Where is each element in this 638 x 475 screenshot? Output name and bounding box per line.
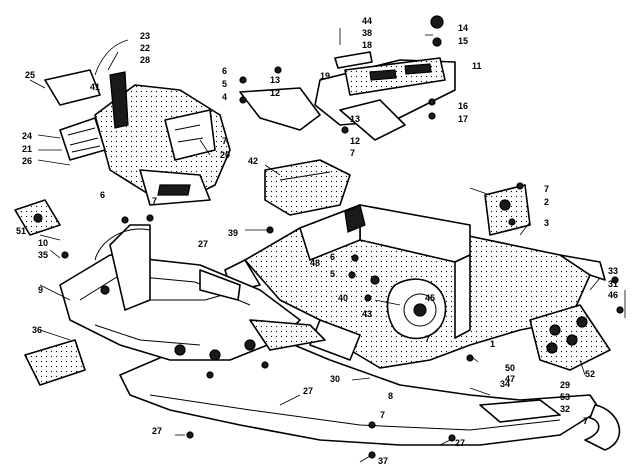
right-skid-plate bbox=[529, 304, 611, 371]
callout-c56: 53 bbox=[560, 392, 570, 402]
callout-c28: 42 bbox=[248, 156, 258, 166]
callout-c55: 29 bbox=[560, 380, 570, 390]
callout-c15: 4 bbox=[222, 92, 227, 102]
callout-c51: 1 bbox=[490, 339, 495, 349]
callout-c52: 50 bbox=[505, 363, 515, 373]
callout-c23: 7 bbox=[350, 148, 355, 158]
callout-c37: 10 bbox=[38, 238, 48, 248]
callout-c25: 21 bbox=[22, 144, 32, 154]
callout-c29: 7 bbox=[544, 184, 549, 194]
callout-labels: 44 14 38 15 18 11 19 23 22 28 25 41 6 5 … bbox=[16, 16, 618, 466]
callout-c36: 51 bbox=[16, 226, 26, 236]
callout-c34: 39 bbox=[228, 228, 238, 238]
callout-c41: 5 bbox=[330, 269, 335, 279]
callout-c13: 6 bbox=[222, 66, 227, 76]
callout-c45: 7 bbox=[425, 334, 430, 344]
callout-c44: 43 bbox=[362, 309, 372, 319]
callout-c32: 6 bbox=[100, 190, 105, 200]
callout-c58: 30 bbox=[330, 374, 340, 384]
callout-c9: 22 bbox=[140, 43, 150, 53]
tow-handle bbox=[584, 404, 621, 451]
callout-c46: 33 bbox=[608, 266, 618, 276]
callout-c7: 19 bbox=[320, 71, 330, 81]
callout-c64: 27 bbox=[455, 438, 465, 448]
callout-c38: 35 bbox=[38, 250, 48, 260]
callout-c8: 23 bbox=[140, 31, 150, 41]
callout-c59: 8 bbox=[388, 391, 393, 401]
main-chassis-frame bbox=[224, 204, 606, 369]
console-assembly bbox=[239, 15, 456, 141]
callout-c33: 7 bbox=[152, 196, 157, 206]
callout-c26: 26 bbox=[22, 156, 32, 166]
fasteners bbox=[61, 76, 624, 459]
callout-c60: 34 bbox=[500, 379, 510, 389]
callout-c62: 7 bbox=[380, 410, 385, 420]
callout-c39: 48 bbox=[310, 258, 320, 268]
left-mount-plate bbox=[14, 199, 61, 236]
callout-c40: 6 bbox=[330, 252, 335, 262]
callout-c42: 40 bbox=[338, 293, 348, 303]
callout-c24: 24 bbox=[22, 131, 32, 141]
callout-c6: 11 bbox=[472, 61, 482, 71]
callout-c19: 17 bbox=[458, 114, 468, 124]
callout-c14: 5 bbox=[222, 79, 227, 89]
heat-shield bbox=[264, 159, 351, 216]
callout-c1: 44 bbox=[362, 16, 372, 26]
callout-c11: 25 bbox=[25, 70, 35, 80]
callout-c57: 32 bbox=[560, 404, 570, 414]
callout-c22: 7 bbox=[222, 136, 227, 146]
nose-cone-assembly bbox=[44, 69, 231, 206]
front-bumper-assembly bbox=[59, 224, 326, 361]
callout-c2: 14 bbox=[458, 23, 468, 33]
callout-c49: 9 bbox=[38, 285, 43, 295]
callout-c27: 20 bbox=[220, 150, 230, 160]
callout-c30: 2 bbox=[544, 197, 549, 207]
callout-c54: 52 bbox=[585, 369, 595, 379]
callout-c17: 12 bbox=[270, 88, 280, 98]
callout-c18: 16 bbox=[458, 101, 468, 111]
callout-c16: 13 bbox=[270, 75, 280, 85]
callout-c47: 31 bbox=[608, 279, 618, 289]
callout-c35: 27 bbox=[198, 239, 208, 249]
callout-c3: 38 bbox=[362, 28, 372, 38]
callout-c21: 12 bbox=[350, 136, 360, 146]
mounting-plate bbox=[484, 184, 531, 236]
callout-c5: 18 bbox=[362, 40, 372, 50]
callout-c53: 47 bbox=[505, 374, 515, 384]
callout-c12: 41 bbox=[90, 82, 100, 92]
callout-c20: 13 bbox=[350, 114, 360, 124]
callout-c43: 45 bbox=[425, 293, 435, 303]
callout-c4: 15 bbox=[458, 36, 468, 46]
skid-plate-left bbox=[24, 339, 86, 386]
leader-lines bbox=[29, 28, 626, 463]
callout-c61: 27 bbox=[303, 386, 313, 396]
callout-c65: 37 bbox=[378, 456, 388, 466]
callout-c10: 28 bbox=[140, 55, 150, 65]
belly-pan bbox=[119, 334, 601, 446]
callout-c63: 27 bbox=[152, 426, 162, 436]
callout-c31: 3 bbox=[544, 218, 549, 228]
callout-c66: 7 bbox=[583, 416, 588, 426]
callout-c50: 36 bbox=[32, 325, 42, 335]
callout-c48: 46 bbox=[608, 290, 618, 300]
